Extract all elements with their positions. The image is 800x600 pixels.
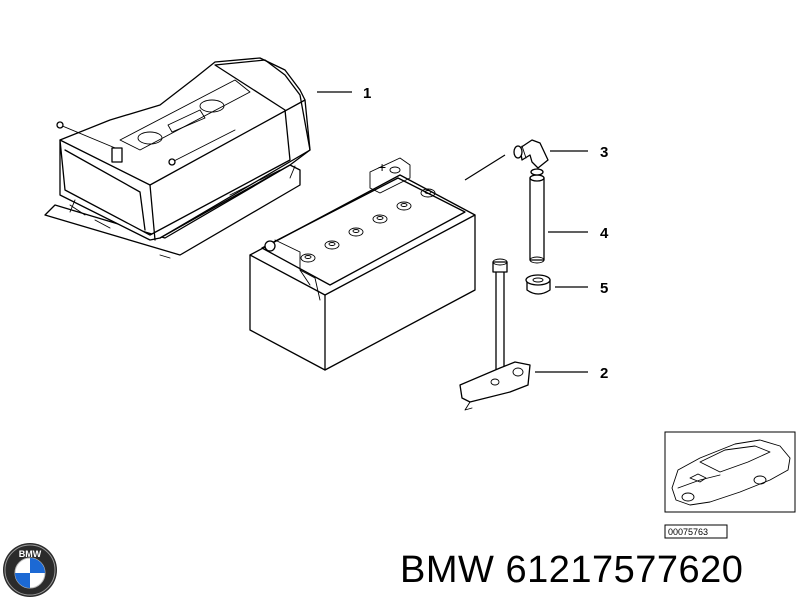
hold-down-bracket (459, 258, 531, 411)
brand-name: BMW (400, 549, 495, 591)
callout-2: 2 (600, 365, 608, 382)
part-number-title: BMW 61217577620 (400, 550, 743, 590)
grommet (525, 274, 551, 295)
leader-lines (317, 91, 588, 373)
reference-code: 00075763 (668, 527, 708, 537)
vent-hose (529, 168, 545, 264)
vehicle-thumbnail: 00075763 (664, 431, 796, 539)
vent-elbow (513, 139, 549, 169)
bmw-logo-text: BMW (19, 549, 42, 559)
car-silhouette-icon (671, 439, 791, 506)
callout-3: 3 (600, 144, 608, 161)
callout-5: 5 (600, 280, 608, 297)
callout-1: 1 (363, 85, 371, 102)
part-number: 61217577620 (505, 549, 744, 591)
battery: + (249, 157, 476, 371)
bmw-logo: BMW (3, 543, 57, 597)
callout-4: 4 (600, 225, 609, 242)
battery-tray (44, 57, 311, 259)
battery-plus-symbol: + (378, 159, 386, 175)
